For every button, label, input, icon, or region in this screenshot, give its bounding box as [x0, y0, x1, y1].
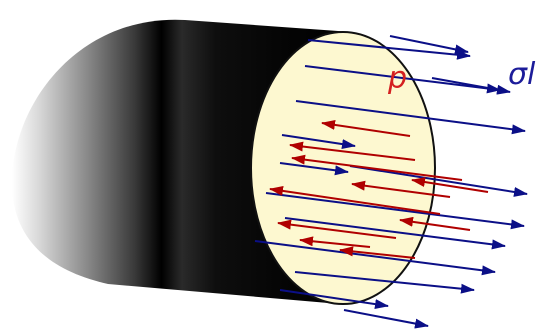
pressure-label: p — [387, 61, 407, 96]
stress-arrow-icon — [254, 240, 496, 276]
stress-arrow-icon — [349, 165, 528, 197]
stress-arrow-icon — [281, 134, 356, 150]
stress-arrow-icon — [265, 192, 525, 230]
longitudinal-stress-label: σl — [508, 57, 536, 92]
pressure-arrow-icon — [269, 185, 441, 215]
pressure-arrow-icon — [291, 154, 463, 181]
stress-arrow-icon — [279, 289, 389, 310]
stress-arrow-icon — [431, 77, 511, 95]
stress-arrow-icon — [304, 65, 501, 94]
pressure-arrow-icon — [351, 180, 451, 198]
longitudinal-stress-arrows — [254, 35, 528, 329]
pressure-arrow-icon — [277, 219, 397, 239]
pressure-arrow-icon — [339, 246, 416, 259]
stress-arrow-icon — [307, 39, 471, 60]
pressure-arrow-icon — [321, 119, 411, 137]
stress-arrow-icon — [295, 100, 526, 135]
stress-arrow-icon — [343, 309, 429, 329]
pressure-arrow-icon — [299, 236, 371, 248]
pressure-arrow-icon — [289, 141, 416, 161]
internal-pressure-arrows — [269, 119, 489, 259]
pressure-arrow-icon — [399, 216, 471, 231]
stress-arrow-icon — [294, 271, 475, 294]
pressure-arrow-icon — [411, 177, 489, 193]
cross-section-face — [250, 31, 436, 305]
stress-arrow-icon — [389, 35, 469, 55]
stress-arrow-icon — [284, 217, 506, 250]
